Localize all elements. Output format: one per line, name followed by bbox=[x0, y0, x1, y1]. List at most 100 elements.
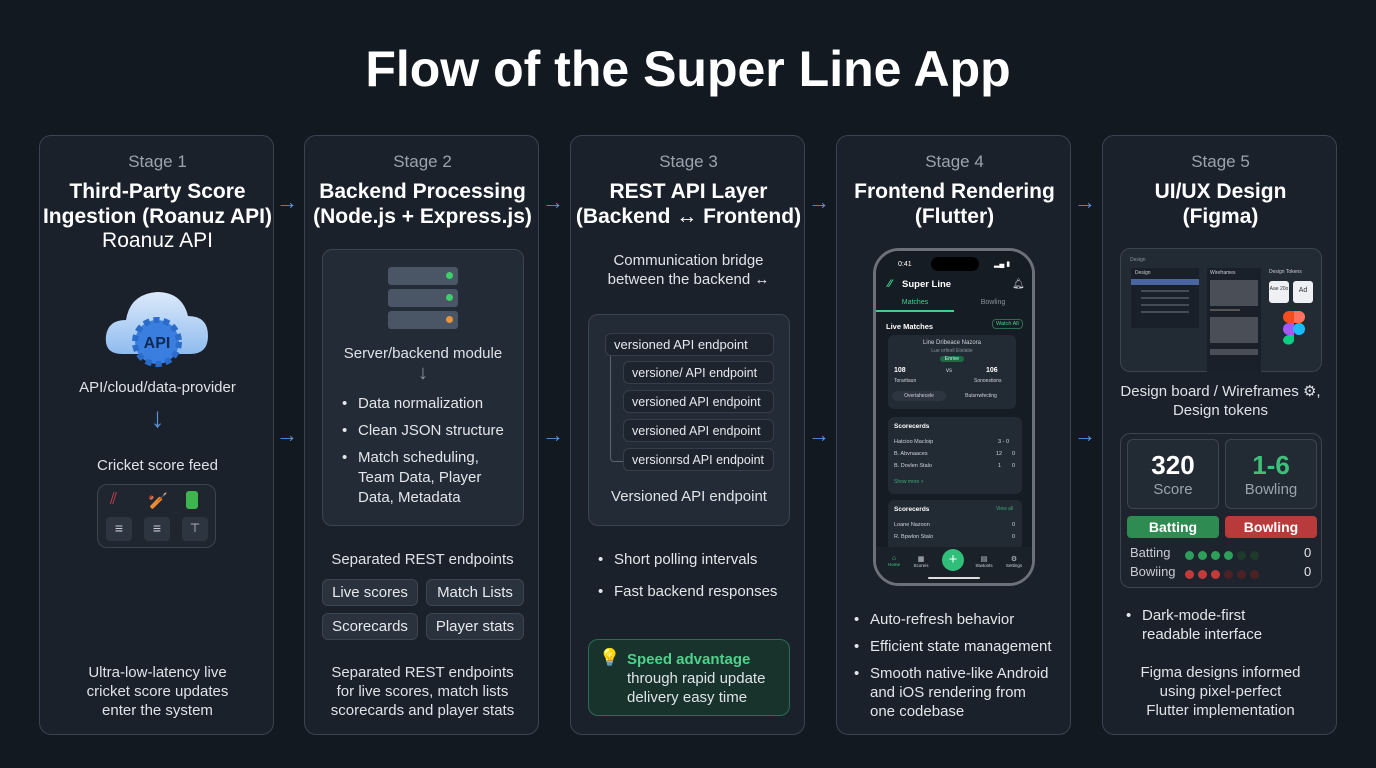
arrow-down-icon: ↓ bbox=[150, 402, 165, 433]
layers-panel: Design bbox=[1131, 268, 1199, 328]
wireframes-panel: Wireframes bbox=[1207, 268, 1261, 372]
filled-dot bbox=[1224, 551, 1233, 560]
watch-all-button[interactable]: Watch All bbox=[992, 319, 1023, 329]
endpoint-root: versioned API endpoint bbox=[605, 333, 774, 356]
bullet-item: Match scheduling,Team Data, PlayerData, … bbox=[342, 448, 481, 508]
app-title: Super Line bbox=[902, 279, 952, 290]
endpoints-label: Separated REST endpoints bbox=[331, 551, 514, 568]
feed-icons: ⫽ 🏏 ≡ ≡ ⊤ bbox=[97, 484, 216, 548]
design-board: Design Design Wireframes Design Tokens A… bbox=[1120, 248, 1322, 372]
arrow-right-icon: → bbox=[808, 189, 830, 214]
stats-panel: 320 Score 1-6 Bowling Batting Bowling Ba… bbox=[1120, 433, 1322, 588]
table-icon: ⊤ bbox=[182, 517, 208, 541]
tab-bowling[interactable]: Bowling bbox=[980, 299, 1006, 306]
stage-3-card: Stage 3 REST API Layer(Backend ↔ Fronten… bbox=[570, 135, 805, 735]
stage-2-card: Stage 2 Backend Processing(Node.js + Exp… bbox=[304, 135, 539, 735]
stage-label: Stage 3 bbox=[659, 152, 718, 171]
feed-label: Cricket score feed bbox=[97, 457, 218, 474]
filled-dot bbox=[1211, 551, 1220, 560]
pill-player-stats: Player stats bbox=[426, 613, 524, 640]
stage-label: Stage 1 bbox=[128, 152, 187, 171]
stage-5-card: Stage 5 UI/UX Design(Figma) Design Desig… bbox=[1102, 135, 1337, 735]
filled-dot bbox=[1198, 551, 1207, 560]
match-card[interactable]: Line Dribeace Nazora Lue orfioril Etelat… bbox=[888, 335, 1016, 409]
status-time: 0:41 bbox=[898, 261, 912, 268]
status-icons: ▂▄ ▮ bbox=[994, 261, 1011, 268]
phone-mockup: 0:41 ▂▄ ▮ ⁄⁄ Super Line 🔔︎ Matches Bowli… bbox=[873, 248, 1035, 586]
pitch-icon bbox=[186, 491, 198, 509]
token-card: Aae 20o bbox=[1269, 281, 1289, 303]
speed-title: Speed advantage bbox=[627, 651, 751, 668]
arrow-right-icon: → bbox=[276, 422, 298, 447]
filled-dot bbox=[1185, 551, 1194, 560]
filled-dot bbox=[1198, 570, 1207, 579]
batting-button[interactable]: Batting bbox=[1127, 516, 1219, 538]
nav-settings[interactable]: ⚙Settings bbox=[1005, 556, 1023, 568]
add-button[interactable]: + bbox=[942, 549, 964, 571]
lightbulb-icon: 💡 bbox=[599, 648, 621, 667]
stage-title: Backend Processing(Node.js + Express.js) bbox=[313, 180, 532, 228]
stage-title: REST API Layer(Backend ↔ Frontend) bbox=[575, 180, 802, 228]
bullet-item: Efficient state management bbox=[854, 637, 1051, 657]
arrow-right-icon: → bbox=[542, 189, 564, 214]
stage-label: Stage 2 bbox=[393, 152, 452, 171]
bullet-item: Fast backend responses bbox=[598, 582, 777, 602]
bowling-row-value: 0 bbox=[1304, 564, 1312, 579]
empty-dot bbox=[1250, 551, 1259, 560]
nav-scores[interactable]: ▦Scoreis bbox=[913, 556, 929, 568]
token-card: Ad bbox=[1293, 281, 1313, 303]
batting-row-label: Batting bbox=[1130, 545, 1171, 560]
stumps-icon: ⫽ bbox=[110, 491, 118, 508]
server-icon bbox=[388, 267, 458, 329]
filled-dot bbox=[1211, 570, 1220, 579]
arrow-right-icon: → bbox=[1074, 422, 1096, 447]
arrow-right-icon: → bbox=[1074, 189, 1096, 214]
stage-label: Stage 5 bbox=[1191, 152, 1250, 171]
endpoint-item: versionrsd API endpoint bbox=[623, 448, 774, 471]
bowling-dots bbox=[1185, 566, 1263, 584]
pill-match-lists: Match Lists bbox=[426, 579, 524, 606]
batting-dots bbox=[1185, 547, 1263, 565]
empty-dot bbox=[1224, 570, 1233, 579]
cloud-api-icon: API bbox=[105, 292, 208, 367]
board-caption: Design board / Wireframes ⚙,Design token… bbox=[1120, 383, 1321, 419]
tab-matches[interactable]: Matches bbox=[876, 299, 954, 312]
arrow-right-icon: → bbox=[542, 422, 564, 447]
bowling-row-label: Bowiing bbox=[1130, 564, 1176, 579]
bullet-item: Short polling intervals bbox=[598, 550, 757, 570]
list-icon: ≡ bbox=[144, 517, 170, 541]
arrow-right-icon: → bbox=[276, 189, 298, 214]
backend-module-box: Server/backend module ↓ Data normalizati… bbox=[322, 249, 524, 526]
endpoint-caption: Versioned API endpoint bbox=[611, 488, 767, 505]
batting-row-value: 0 bbox=[1304, 545, 1312, 560]
module-label: Server/backend module bbox=[343, 345, 503, 362]
nav-stats[interactable]: ▤Stwtonts bbox=[975, 556, 993, 568]
pill-live-scores: Live scores bbox=[322, 579, 418, 606]
endpoint-item: versioned API endpoint bbox=[623, 419, 774, 442]
logo-icon: ⁄⁄ bbox=[888, 278, 892, 290]
bottom-nav: ⌂Home ▦Scoreis + ▤Stwtonts ⚙Settings bbox=[876, 547, 1032, 583]
home-indicator bbox=[928, 577, 980, 579]
bowling-button[interactable]: Bowling bbox=[1225, 516, 1317, 538]
empty-dot bbox=[1250, 570, 1259, 579]
nav-home[interactable]: ⌂Home bbox=[887, 555, 900, 567]
empty-dot bbox=[1237, 570, 1246, 579]
svg-text:API: API bbox=[144, 335, 171, 352]
tree-line bbox=[610, 355, 628, 462]
bullet-item: Data normalization bbox=[342, 394, 483, 414]
bell-icon[interactable]: 🔔︎ bbox=[1012, 279, 1025, 290]
provider-label: API/cloud/data-provider bbox=[79, 379, 236, 396]
figma-logo-icon bbox=[1283, 311, 1305, 345]
stage-title: Frontend Rendering(Flutter) bbox=[854, 180, 1055, 228]
page-title: Flow of the Super Line App bbox=[365, 41, 1011, 97]
pill-scorecards: Scorecards bbox=[322, 613, 418, 640]
